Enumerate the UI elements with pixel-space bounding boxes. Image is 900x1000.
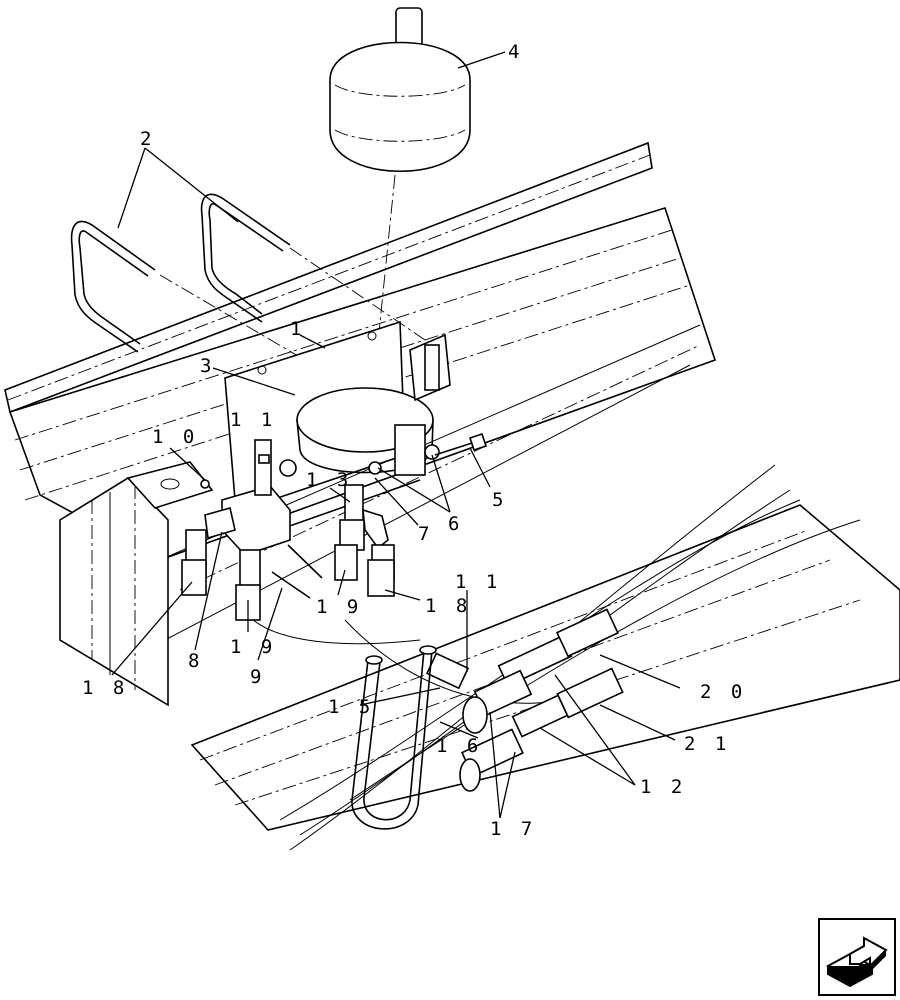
return-arrow-icon — [825, 936, 888, 988]
callout-20: 2 0 — [700, 681, 746, 703]
callout-17: 1 7 — [490, 818, 536, 840]
callout-18-left: 1 8 — [82, 677, 128, 699]
callout-5: 5 — [492, 489, 507, 511]
hinge-bracket — [409, 333, 451, 402]
valve-block — [181, 439, 323, 621]
callout-11-upper: 1 1 — [230, 409, 276, 431]
bolt — [434, 432, 488, 456]
callout-18-right: 1 8 — [425, 595, 471, 617]
callout-10: 1 0 — [152, 426, 198, 448]
callout-19-middle: 1 9 — [316, 596, 362, 618]
callout-3: 3 — [200, 355, 215, 377]
callout-8: 8 — [188, 650, 203, 672]
callout-1: 1 — [290, 318, 305, 340]
callout-labels: 4 2 1 3 1 1 1 0 1 3 5 6 7 1 8 1 9 1 1 8 … — [82, 41, 746, 840]
return-arrow-button[interactable] — [818, 918, 896, 996]
tee-fitting — [334, 484, 395, 597]
callout-21: 2 1 — [684, 733, 730, 755]
clamp-band — [296, 387, 440, 476]
callout-7: 7 — [418, 523, 433, 545]
callout-4: 4 — [508, 41, 523, 63]
u-bolts — [70, 193, 426, 411]
lower-fitting-group — [425, 608, 624, 792]
callout-6: 6 — [448, 513, 463, 535]
small-bracket — [126, 461, 214, 509]
callout-2: 2 — [140, 128, 155, 150]
callout-12: 1 2 — [640, 776, 686, 798]
left-vertical-plate — [59, 476, 169, 707]
callout-13: 1 3 — [306, 469, 352, 491]
callout-9: 9 — [250, 666, 265, 688]
callout-19-left: 1 9 — [230, 636, 276, 658]
accumulator — [329, 7, 471, 471]
large-u-bolt — [351, 645, 437, 830]
callout-16: 1 6 — [436, 735, 482, 757]
callout-15: 1 5 — [328, 696, 374, 718]
leader-lines — [111, 51, 681, 819]
callout-11-lower: 1 1 — [455, 571, 501, 593]
